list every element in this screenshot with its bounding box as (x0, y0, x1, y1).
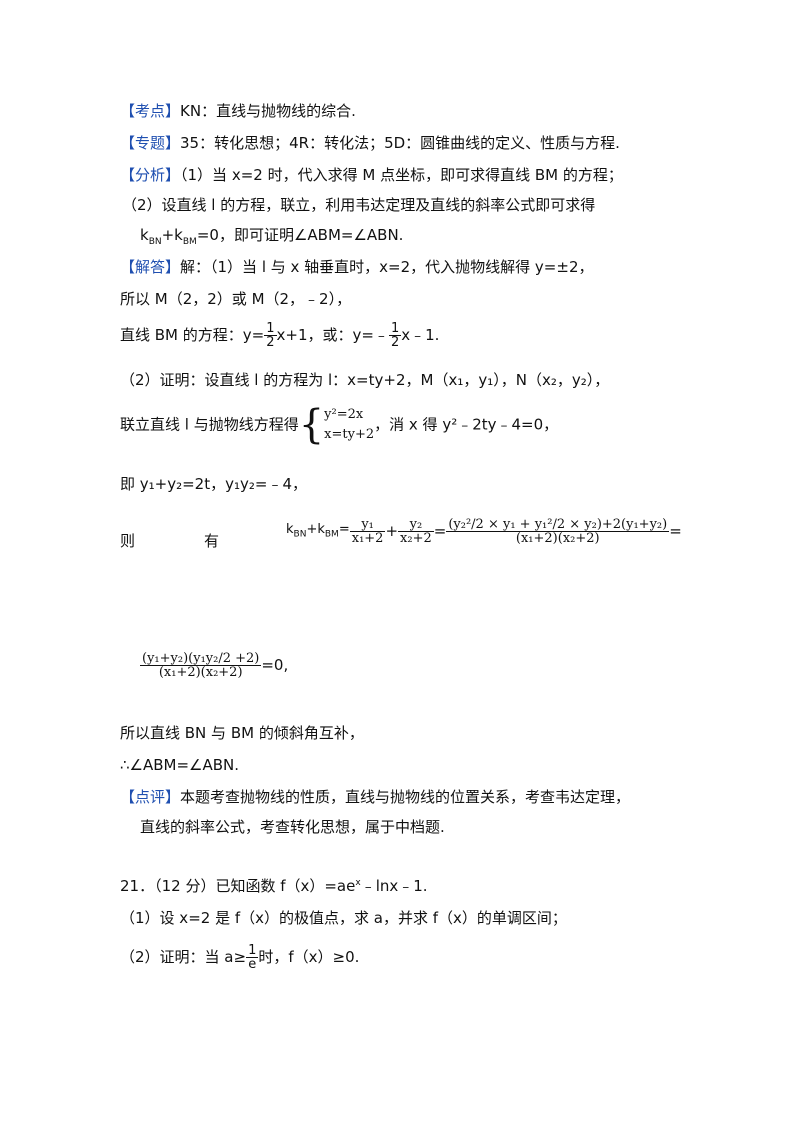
fenxi-p3-rest: =0，即可证明∠ABM=∠ABN. (196, 226, 404, 244)
plus-k: +k (306, 522, 325, 538)
q21-p2-b: 时，f（x）≥0. (258, 948, 360, 966)
frac-num: (y₂²/2 × y₁ + y₁²/2 × y₂)+2(y₁+y₂) (448, 517, 668, 532)
q21-sup: x (355, 878, 361, 888)
k-sum: kBN+kBM= (286, 522, 350, 540)
dianping-line-2: 直线的斜率公式，考查转化思想，属于中档题. (140, 818, 445, 836)
equation-system: y²=2x x=ty+2 (324, 405, 374, 445)
sub-bn: BN (293, 529, 307, 540)
frac-num: 1 (390, 321, 400, 336)
eq-parabola: y²=2x (324, 407, 364, 422)
sub-bm: BM (324, 529, 339, 540)
q21-part1: （1）设 x=2 是 f（x）的极值点，求 a，并求 f（x）的单调区间； (120, 909, 567, 927)
frac-num: y₁ (361, 517, 374, 532)
frac-den: x₂+2 (400, 531, 432, 546)
fenxi-line-1: 【分析】（1）当 x=2 时，代入求得 M 点坐标，即可求得直线 BM 的方程； (120, 168, 623, 183)
jieda-line-4: （2）证明：设直线 l 的方程为 l：x=ty+2，M（x₁，y₁），N（x₂，… (120, 371, 610, 389)
kaodian-tag: 【考点】 (120, 102, 181, 120)
fenxi-p1: （1）当 x=2 时，代入求得 M 点坐标，即可求得直线 BM 的方程； (180, 166, 623, 184)
jieda-line-7-ze: 则 (120, 532, 136, 550)
equals: = (433, 522, 447, 540)
jieda-line-7-you: 有 (204, 532, 220, 550)
bm-eq-prefix: 直线 BM 的方程：y= (120, 326, 265, 344)
frac-den: 2 (266, 335, 275, 350)
equals: = (669, 522, 682, 540)
bm-eq-mid: x+1，或：y=﹣ (276, 326, 389, 344)
zhuanti-tag: 【专题】 (120, 134, 181, 152)
frac-den: x₁+2 (351, 531, 384, 546)
k-symbol: k (140, 226, 149, 244)
jieda-line-9: 所以直线 BN 与 BM 的倾斜角互补， (120, 724, 364, 742)
eq-line: x=ty+2 (324, 427, 375, 442)
dianping-line-1: 【点评】本题考查抛物线的性质，直线与抛物线的位置关系，考查韦达定理， (120, 790, 630, 805)
result-zero: =0, (261, 656, 289, 674)
frac-den: e (248, 957, 257, 972)
jieda-line-1: 【解答】解：（1）当 l 与 x 轴垂直时，x=2，代入抛物线解得 y=±2， (120, 260, 594, 275)
frac-num: y₂ (409, 517, 423, 532)
frac-den: 2 (390, 335, 400, 350)
kaodian-text: KN：直线与抛物线的综合. (180, 102, 356, 120)
jieda-line-10: ∴∠ABM=∠ABN. (120, 756, 240, 774)
jieda-tag: 【解答】 (120, 258, 181, 276)
jieda-line-8: (y₁+y₂)(y₁y₂/2 +2)(x₁+2)(x₂+2)=0, (140, 652, 288, 679)
frac-result: (y₁+y₂)(y₁y₂/2 +2)(x₁+2)(x₂+2) (140, 651, 262, 680)
sub-bm: BM (182, 237, 197, 247)
fenxi-tag: 【分析】 (120, 166, 181, 184)
q21-title-b: ﹣lnx﹣1. (360, 877, 428, 895)
frac-num: (y₁+y₂)(y₁y₂/2 +2) (142, 651, 260, 666)
frac-den: (x₁+2)(x₂+2) (515, 531, 600, 546)
system-prefix: 联立直线 l 与抛物线方程得 (120, 415, 299, 434)
frac-num: 1 (248, 943, 257, 958)
kaodian-line: 【考点】KN：直线与抛物线的综合. (120, 104, 356, 119)
jieda-l1: 解：（1）当 l 与 x 轴垂直时，x=2，代入抛物线解得 y=±2， (180, 258, 594, 276)
left-brace: { (298, 402, 325, 448)
dianping-tag: 【点评】 (120, 788, 181, 806)
k1: k (286, 522, 294, 538)
fenxi-line-3: kBN+kBM=0，即可证明∠ABM=∠ABN. (140, 228, 403, 247)
frac-combined: (y₂²/2 × y₁ + y₁²/2 × y₂)+2(y₁+y₂)(x₁+2)… (446, 517, 670, 546)
dianping-l1: 本题考查抛物线的性质，直线与抛物线的位置关系，考查韦达定理， (180, 788, 631, 806)
jieda-line-2: 所以 M（2，2）或 M（2，﹣2）， (120, 290, 352, 308)
zhuanti-text: 35：转化思想；4R：转化法；5D：圆锥曲线的定义、性质与方程. (180, 134, 620, 152)
zhuanti-line: 【专题】35：转化思想；4R：转化法；5D：圆锥曲线的定义、性质与方程. (120, 136, 620, 151)
system-suffix: ，消 x 得 y²﹣2ty﹣4=0， (374, 415, 559, 434)
frac-den: (x₁+2)(x₂+2) (158, 665, 243, 680)
fenxi-line-2: （2）设直线 l 的方程，联立，利用韦达定理及直线的斜率公式即可求得 (122, 196, 596, 214)
jieda-line-5: 联立直线 l 与抛物线方程得{y²=2x x=ty+2，消 x 得 y²﹣2ty﹣… (120, 405, 558, 445)
sub-bn: BN (148, 237, 162, 247)
q21-p2-a: （2）证明：当 a≥ (120, 948, 247, 966)
plus: + (385, 522, 399, 540)
equals: = (338, 522, 350, 538)
jieda-line-6: 即 y₁+y₂=2t，y₁y₂=﹣4， (120, 475, 308, 493)
q21-title-a: 21．（12 分）已知函数 f（x）=ae (120, 877, 356, 895)
plus-k: +k (161, 226, 183, 244)
bm-eq-suffix: x﹣1. (401, 326, 440, 344)
q21-title: 21．（12 分）已知函数 f（x）=aex﹣lnx﹣1. (120, 879, 428, 894)
frac-num: 1 (266, 321, 275, 336)
